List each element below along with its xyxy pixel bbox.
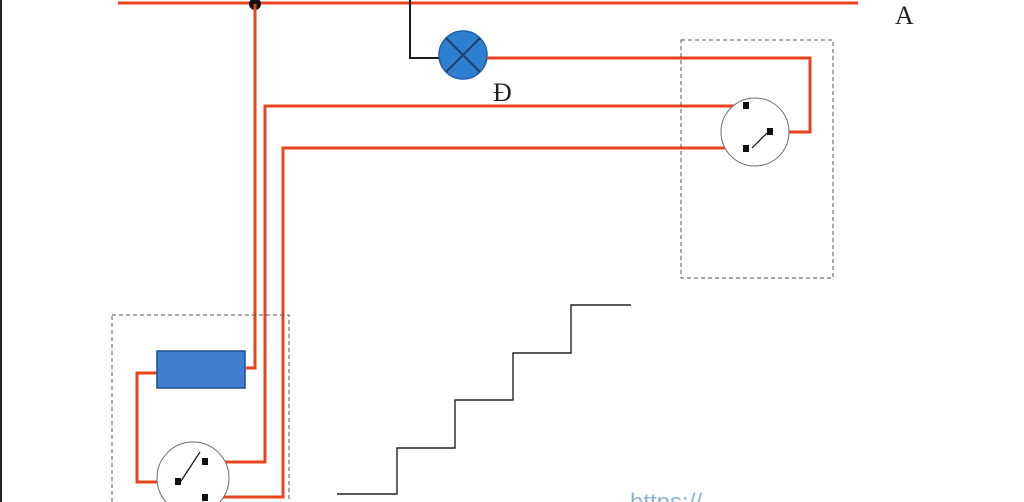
left-two-way-switch [156, 441, 230, 502]
watermark-url: https:// [630, 489, 702, 502]
fuse-icon [156, 350, 246, 389]
lamp-icon [438, 30, 488, 80]
right-two-way-switch [720, 97, 790, 167]
supply-to-fuse-wire [246, 4, 257, 370]
traveler-wire-lower [206, 146, 746, 499]
traveler-wire-upper [206, 104, 746, 464]
staircase-outline [337, 304, 631, 495]
phase-label: A [895, 1, 914, 30]
lamp-to-right-switch-wire [487, 56, 812, 134]
lamp-neutral-wire [409, 0, 440, 59]
lamp-label: Đ [493, 78, 512, 107]
right-switch-box [680, 39, 834, 279]
fuse-to-left-switch-wire [135, 371, 176, 484]
left-switch-box [111, 314, 290, 502]
